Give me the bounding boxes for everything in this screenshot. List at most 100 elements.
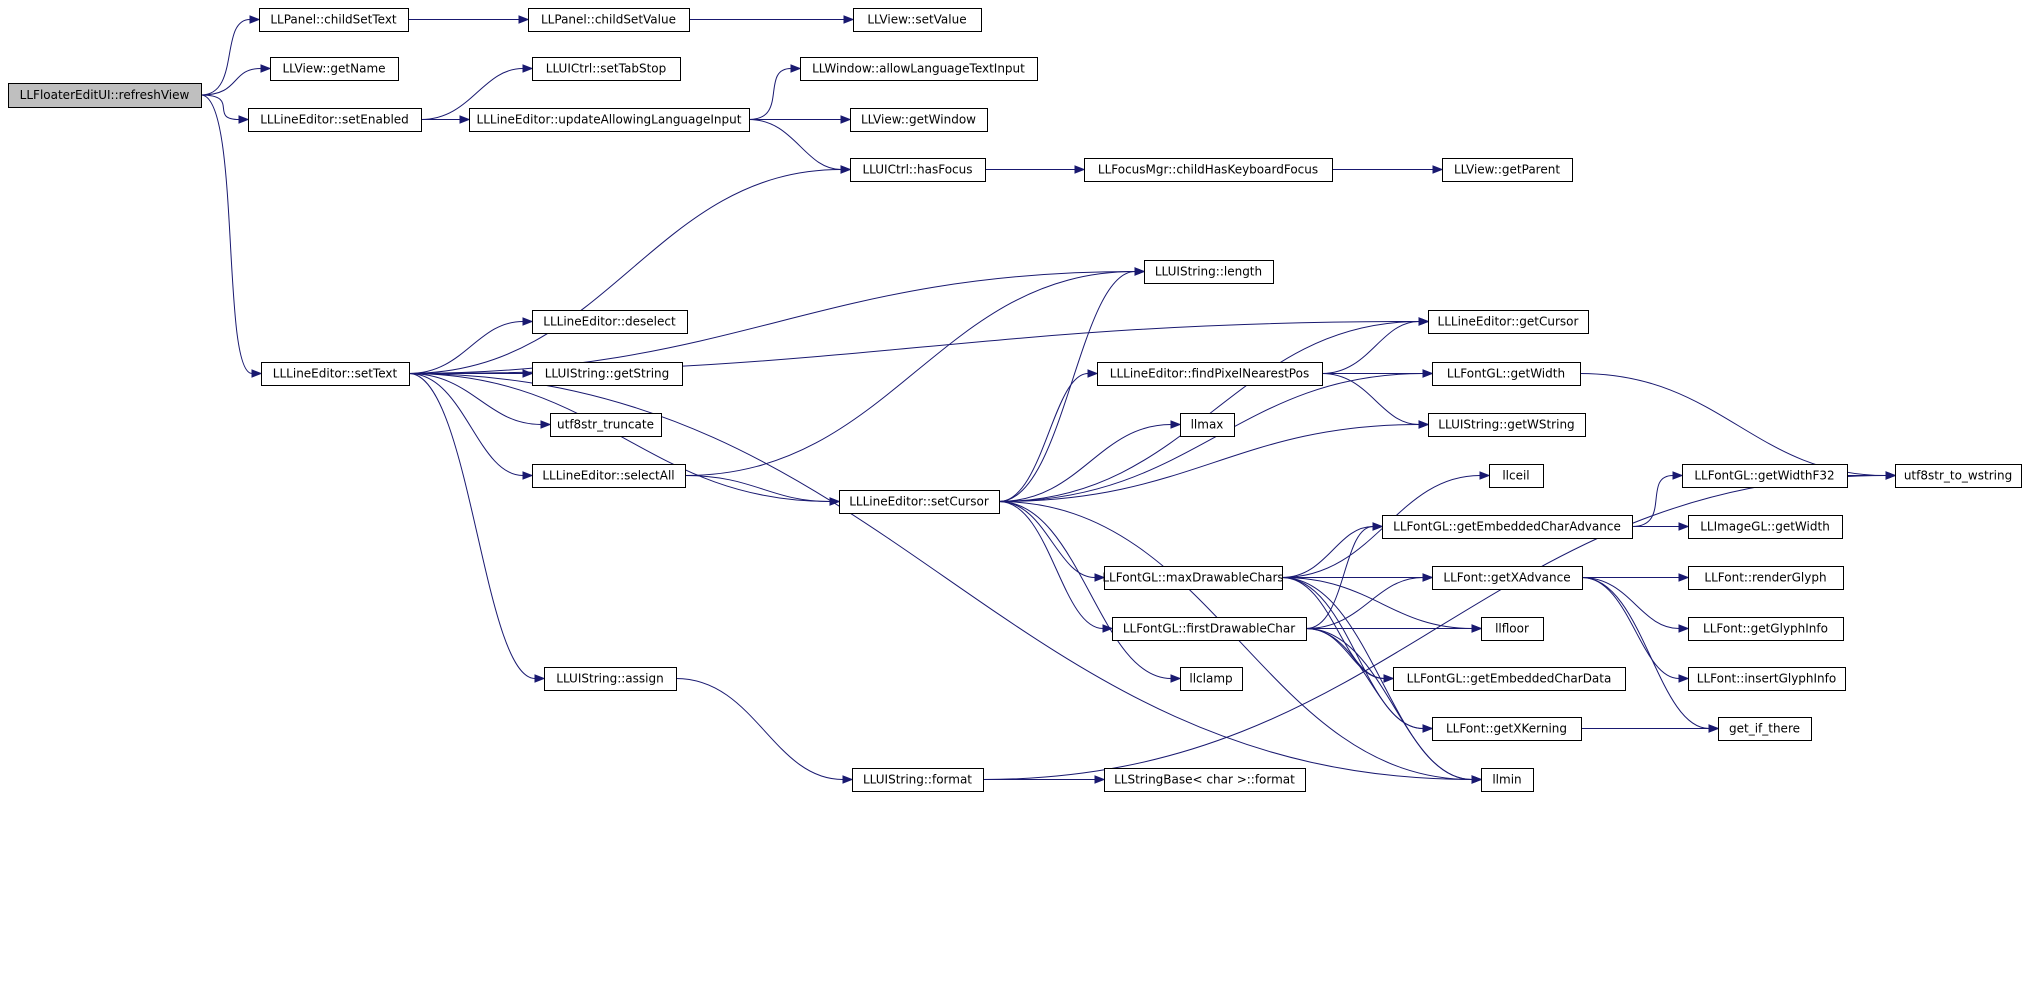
node-box: [8, 83, 202, 108]
arrowhead-firstDrawable-to-getEmbAdv: [1372, 522, 1384, 531]
edge-setCursor-to-getWString: [998, 424, 1420, 502]
node-box: [1718, 717, 1812, 741]
node-childSetValue[interactable]: LLPanel::childSetValue: [528, 8, 690, 32]
node-label: LLLineEditor::setText: [273, 367, 398, 381]
node-llfloor[interactable]: llfloor: [1481, 617, 1544, 641]
node-llmin[interactable]: llmin: [1481, 768, 1534, 792]
node-childSetText[interactable]: LLPanel::childSetText: [259, 8, 409, 32]
arrowhead-childSetText-to-childSetValue: [518, 15, 530, 24]
node-childHasKbd[interactable]: LLFocusMgr::childHasKeyboardFocus: [1084, 158, 1333, 182]
node-setTabStop[interactable]: LLUICtrl::setTabStop: [532, 57, 681, 81]
node-label: LLLineEditor::findPixelNearestPos: [1110, 367, 1309, 381]
node-getXAdv[interactable]: LLFont::getXAdvance: [1432, 566, 1583, 590]
node-getWidth[interactable]: LLFontGL::getWidth: [1432, 362, 1581, 386]
edge-selectAll-to-setCursor: [684, 475, 831, 502]
node-box: [1104, 768, 1306, 792]
node-box: [544, 667, 677, 691]
arrowhead-updateAllowing-to-getWindow: [840, 115, 852, 124]
node-box: [1428, 413, 1586, 437]
arrowhead-setText-to-selectAll: [522, 471, 534, 480]
edge-getXAdv-to-insertGlyph: [1581, 577, 1680, 679]
node-setEnabled[interactable]: LLLineEditor::setEnabled: [248, 108, 422, 132]
node-label: LLUIString::getString: [545, 367, 670, 381]
node-box: [469, 108, 750, 132]
node-box: [1688, 515, 1843, 539]
arrowhead-findPixel-to-getWString: [1418, 420, 1430, 429]
node-getName[interactable]: LLView::getName: [270, 57, 399, 81]
arrowhead-setEnabled-to-updateAllowing: [459, 115, 471, 124]
node-getWindow[interactable]: LLView::getWindow: [850, 108, 988, 132]
edge-setCursor-to-firstDrawable: [998, 501, 1104, 629]
node-allowLang[interactable]: LLWindow::allowLanguageTextInput: [800, 57, 1038, 81]
node-setText[interactable]: LLLineEditor::setText: [261, 362, 410, 386]
node-llclamp[interactable]: llclamp: [1180, 667, 1243, 691]
node-refreshView[interactable]: LLFloaterEditUI::refreshView: [8, 83, 202, 108]
edge-selectAll-to-length: [684, 271, 1136, 476]
node-label: LLFontGL::getWidthF32: [1694, 469, 1834, 483]
node-getEmbAdv[interactable]: LLFontGL::getEmbeddedCharAdvance: [1382, 515, 1633, 539]
node-label: utf8str_truncate: [557, 418, 654, 432]
edge-refreshView-to-setEnabled: [200, 94, 240, 120]
node-assign[interactable]: LLUIString::assign: [544, 667, 677, 691]
node-llceil[interactable]: llceil: [1489, 464, 1544, 488]
arrowhead-getXAdv-to-renderGlyph: [1678, 573, 1690, 582]
node-getCursor[interactable]: LLLineEditor::getCursor: [1428, 310, 1589, 334]
node-imgGetWidth[interactable]: LLImageGL::getWidth: [1688, 515, 1843, 539]
node-maxDrawable[interactable]: LLFontGL::maxDrawableChars: [1102, 566, 1284, 590]
node-box: [1688, 566, 1844, 590]
arrowhead-firstDrawable-to-llfloor: [1471, 624, 1483, 633]
edge-maxDrawable-to-llfloor: [1281, 577, 1473, 629]
node-hasFocus[interactable]: LLUICtrl::hasFocus: [850, 158, 986, 182]
node-getXKern[interactable]: LLFont::getXKerning: [1432, 717, 1582, 741]
node-updateAllowing[interactable]: LLLineEditor::updateAllowingLanguageInpu…: [469, 108, 750, 132]
node-firstDrawable[interactable]: LLFontGL::firstDrawableChar: [1112, 617, 1307, 641]
edge-findPixel-to-getCursor: [1321, 321, 1420, 374]
node-uiFormat[interactable]: LLUIString::format: [852, 768, 984, 792]
node-getWString[interactable]: LLUIString::getWString: [1428, 413, 1586, 437]
node-llmax[interactable]: llmax: [1180, 413, 1235, 437]
arrowhead-firstDrawable-to-llmin: [1471, 775, 1483, 784]
node-getIfThere[interactable]: get_if_there: [1718, 717, 1812, 741]
node-sbFormat[interactable]: LLStringBase< char >::format: [1104, 768, 1306, 792]
node-label: LLFocusMgr::childHasKeyboardFocus: [1098, 163, 1318, 177]
arrowhead-childHasKbd-to-getParent: [1432, 165, 1444, 174]
node-box: [270, 57, 399, 81]
arrowhead-getXAdv-to-getGlyphInfo: [1678, 624, 1690, 633]
node-utf8trunc[interactable]: utf8str_truncate: [550, 413, 662, 437]
node-setCursor[interactable]: LLLineEditor::setCursor: [839, 490, 1000, 514]
node-box: [1895, 464, 2022, 488]
edge-assign-to-uiFormat: [675, 678, 844, 780]
arrowhead-setCursor-to-firstDrawable: [1102, 624, 1114, 633]
node-label: utf8str_to_wstring: [1904, 469, 2012, 483]
arrowhead-getXKern-to-getIfThere: [1708, 724, 1720, 733]
edge-setText-to-deselect: [408, 321, 524, 374]
node-renderGlyph[interactable]: LLFont::renderGlyph: [1688, 566, 1844, 590]
node-length[interactable]: LLUIString::length: [1144, 260, 1274, 284]
node-getParent[interactable]: LLView::getParent: [1442, 158, 1573, 182]
node-box: [1489, 464, 1544, 488]
edge-setText-to-length: [408, 271, 1136, 374]
edge-refreshView-to-getName: [200, 68, 262, 96]
node-utf8wstr[interactable]: utf8str_to_wstring: [1895, 464, 2022, 488]
node-getEmbData[interactable]: LLFontGL::getEmbeddedCharData: [1393, 667, 1626, 691]
node-insertGlyph[interactable]: LLFont::insertGlyphInfo: [1688, 667, 1846, 691]
arrowhead-setText-to-deselect: [522, 317, 534, 326]
node-label: LLLineEditor::selectAll: [542, 469, 674, 483]
node-label: LLFontGL::getEmbeddedCharAdvance: [1393, 520, 1621, 534]
node-getGlyphInfo[interactable]: LLFont::getGlyphInfo: [1688, 617, 1844, 641]
node-label: LLLineEditor::setEnabled: [260, 113, 409, 127]
node-label: LLLineEditor::updateAllowingLanguageInpu…: [477, 113, 742, 127]
node-selectAll[interactable]: LLLineEditor::selectAll: [532, 464, 686, 488]
node-label: llfloor: [1495, 622, 1529, 636]
node-findPixel[interactable]: LLLineEditor::findPixelNearestPos: [1097, 362, 1323, 386]
node-label: LLUICtrl::hasFocus: [862, 163, 972, 177]
arrowhead-setEnabled-to-setTabStop: [522, 64, 534, 73]
node-deselect[interactable]: LLLineEditor::deselect: [532, 310, 688, 334]
node-setValue[interactable]: LLView::setValue: [853, 8, 982, 32]
node-getWidthF32[interactable]: LLFontGL::getWidthF32: [1682, 464, 1848, 488]
node-label: LLView::getParent: [1454, 163, 1560, 177]
node-box: [1382, 515, 1633, 539]
node-getString[interactable]: LLUIString::getString: [532, 362, 683, 386]
edge-updateAllowing-to-allowLang: [748, 68, 792, 120]
